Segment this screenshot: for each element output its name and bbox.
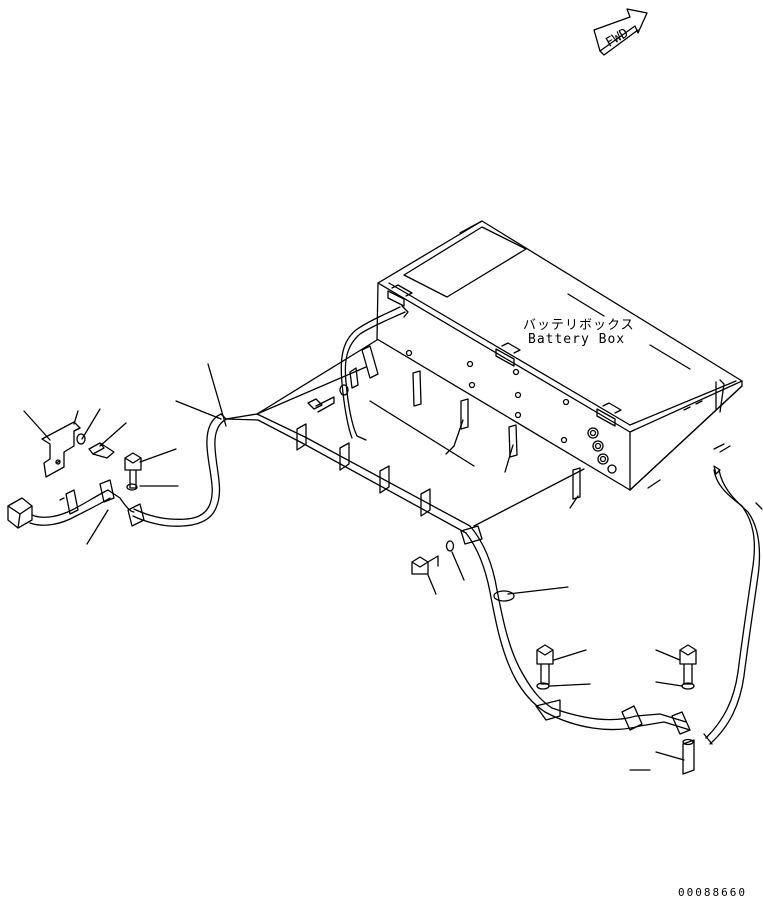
left-bracket <box>8 422 144 528</box>
leader-lines <box>24 364 684 770</box>
battery-box <box>377 221 742 490</box>
fwd-arrow-label: FWD <box>603 26 631 51</box>
bolts-and-washers <box>77 385 696 774</box>
battery-box-label-jp: バッテリボックス <box>523 318 635 333</box>
battery-box-label-en: Battery Box <box>528 332 626 347</box>
ground-cable <box>704 466 762 744</box>
drawing-number: 00088660 <box>678 886 747 899</box>
fwd-arrow-icon: FWD <box>594 9 647 55</box>
mounting-brackets <box>350 346 580 499</box>
alignment-lines <box>257 340 584 526</box>
wire-harness <box>133 414 690 734</box>
